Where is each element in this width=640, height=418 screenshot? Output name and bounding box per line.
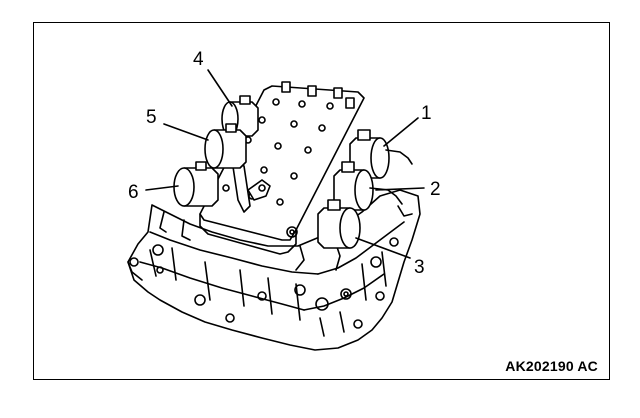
figure-reference-code: AK202190 AC	[505, 358, 598, 374]
leader-line-6	[145, 185, 179, 191]
solenoid-3	[317, 199, 361, 249]
leader-lines	[145, 69, 425, 259]
callout-label-3: 3	[414, 257, 425, 278]
top-bolts	[281, 81, 355, 109]
solenoid-6	[173, 161, 219, 207]
leader-line-3	[355, 237, 411, 259]
leader-line-5	[163, 123, 209, 141]
leader-line-1	[383, 117, 419, 147]
callout-label-6: 6	[128, 182, 139, 203]
solenoid-5	[204, 123, 247, 169]
solenoid-2	[333, 161, 403, 211]
callout-label-5: 5	[146, 107, 157, 128]
callout-label-2: 2	[430, 179, 441, 200]
callout-label-1: 1	[421, 103, 432, 124]
solenoid-1	[349, 129, 413, 179]
callout-label-4: 4	[193, 49, 204, 70]
leader-line-4	[207, 69, 233, 107]
leader-line-2	[375, 187, 425, 191]
